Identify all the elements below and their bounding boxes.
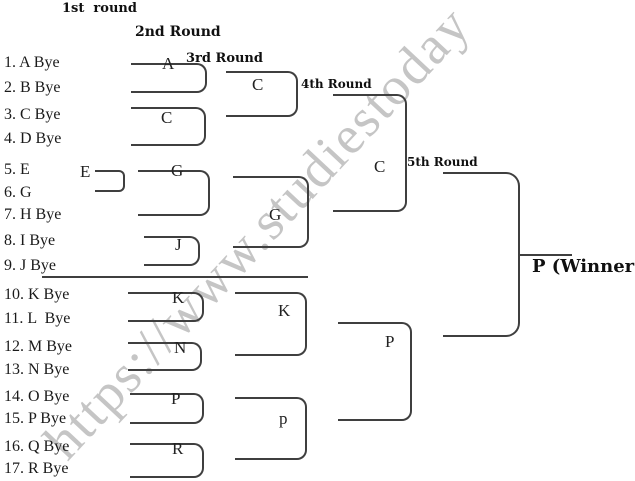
- player-7: 7. H Bye: [4, 206, 62, 223]
- match-label-r3-p: p: [279, 409, 288, 428]
- player-5: 5. E: [4, 161, 30, 178]
- bracket-r2-op: [130, 393, 204, 424]
- match-label-r2-j: J: [175, 235, 182, 254]
- bracket-r2-kl: [128, 292, 204, 322]
- player-10: 10. K Bye: [4, 286, 70, 303]
- round-label-3rd: 3rd Round: [186, 51, 263, 66]
- bracket-r4-bottom: [338, 322, 412, 421]
- match-label-r2-c: C: [161, 108, 173, 127]
- match-label-r2-g: G: [171, 161, 184, 180]
- bracket-r2-qr: [130, 443, 204, 478]
- bracket-r2-mn: [128, 342, 202, 371]
- player-8: 8. I Bye: [4, 232, 56, 249]
- player-14: 14. O Bye: [4, 388, 70, 405]
- bracket-r4-top: [333, 94, 407, 212]
- match-label-r3-c: C: [252, 75, 264, 94]
- player-9: 9. J Bye: [4, 257, 56, 274]
- match-label-r1-e: E: [80, 162, 91, 181]
- bracket-r3-3: [235, 292, 307, 356]
- player-2: 2. B Bye: [4, 79, 61, 96]
- player-4: 4. D Bye: [4, 130, 62, 147]
- match-label-r2-a: A: [162, 54, 175, 73]
- round-label-2nd: 2nd Round: [135, 24, 221, 40]
- bracket-r3-4: [235, 397, 307, 460]
- bye-line: [42, 276, 308, 278]
- match-label-r4-c: C: [374, 157, 386, 176]
- round-label-4th: 4th Round: [301, 77, 372, 91]
- match-label-r2-p: P: [171, 389, 181, 408]
- player-11: 11. L Bye: [4, 310, 71, 327]
- match-label-r2-r: R: [172, 439, 184, 458]
- round-label-5th: 5th Round: [407, 155, 478, 169]
- bracket-r3-1: [226, 71, 298, 117]
- player-1: 1. A Bye: [4, 54, 60, 71]
- player-6: 6. G: [4, 184, 32, 201]
- bracket-r3-2: [233, 176, 309, 248]
- bracket-r2-ij: [144, 236, 200, 266]
- bracket-r2-cd: [131, 107, 206, 146]
- player-16: 16. Q Bye: [4, 438, 70, 455]
- player-12: 12. M Bye: [4, 338, 72, 355]
- bracket-final: [443, 172, 520, 337]
- bracket-r2-ab: [131, 63, 207, 93]
- bracket-r2-egh: [138, 170, 210, 216]
- bracket-r1-e-g: [95, 170, 125, 192]
- winner-line: [518, 254, 572, 256]
- winner-label: P (Winner): [532, 256, 635, 277]
- match-label-r2-n: N: [174, 338, 187, 357]
- match-label-r4-p: P: [385, 332, 395, 351]
- round-label-1st: 1st round: [62, 1, 137, 16]
- player-3: 3. C Bye: [4, 106, 61, 123]
- player-17: 17. R Bye: [4, 460, 69, 477]
- match-label-r2-k: K: [172, 288, 185, 307]
- player-15: 15. P Bye: [4, 410, 67, 427]
- match-label-r3-g: G: [269, 205, 282, 224]
- match-label-r3-k: K: [278, 301, 291, 320]
- player-13: 13. N Bye: [4, 361, 70, 378]
